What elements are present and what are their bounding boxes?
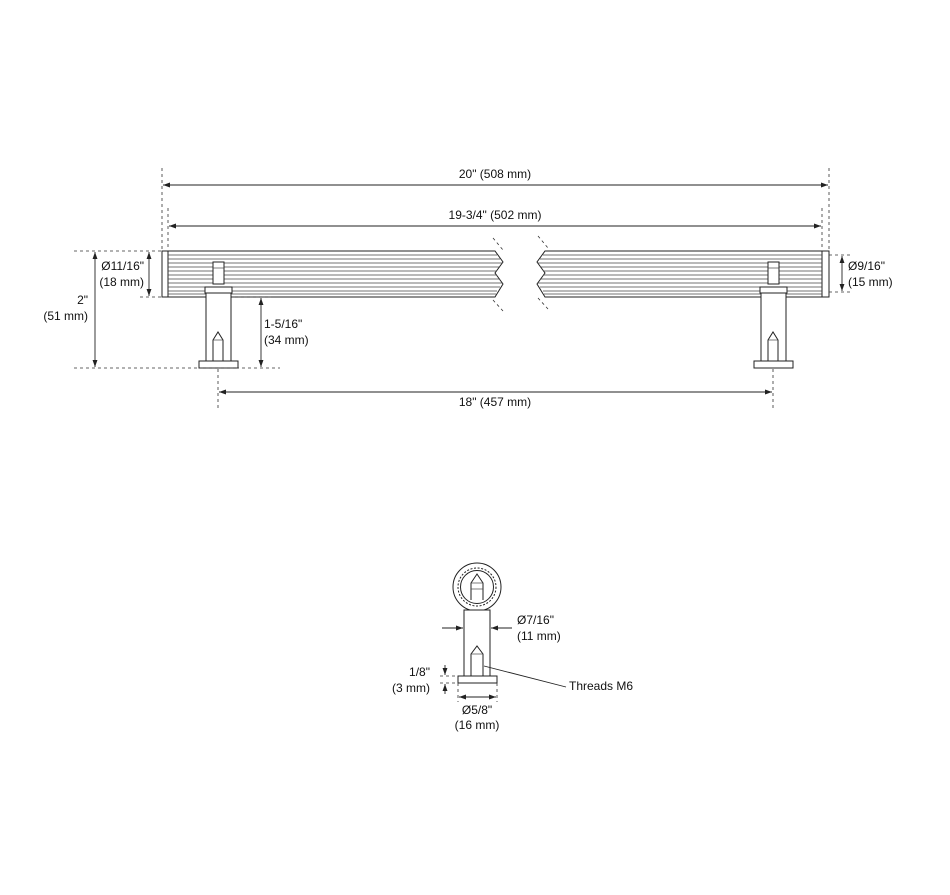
center-to-center-label: 18" (457 mm) (459, 395, 531, 409)
bar-cross-section-inner (460, 570, 494, 604)
threads-label: Threads M6 (569, 679, 633, 693)
side-view: Ø7/16" (11 mm) Threads M6 1/8" (3 mm) Ø5… (392, 562, 633, 732)
right-end-cap (821, 250, 830, 298)
base-thickness-label-2: (3 mm) (392, 681, 430, 695)
bar-diameter-label-1: Ø11/16" (101, 259, 144, 273)
side-base (457, 675, 498, 684)
projection-label-2: (34 mm) (264, 333, 309, 347)
base-thickness-label-1: 1/8" (409, 665, 430, 679)
right-post (753, 261, 794, 369)
front-view: 20" (508 mm) 19-3/4" (502 mm) (43, 167, 893, 410)
bar-length-label: 19-3/4" (502 mm) (449, 208, 542, 222)
left-post (198, 261, 239, 369)
base-diameter-label-1: Ø5/8" (462, 703, 492, 717)
break-line-right-top (537, 235, 549, 249)
height-label-2: (51 mm) (43, 309, 88, 323)
bar-cross-section-knurl (457, 567, 497, 607)
threads-leader-line (483, 665, 567, 688)
post-diameter-label-2: (11 mm) (517, 629, 561, 643)
height-label-1: 2" (77, 293, 88, 307)
break-line-left-top (492, 237, 504, 251)
projection-label-1: 1-5/16" (264, 317, 302, 331)
bar-diameter-label-2: (18 mm) (99, 275, 144, 289)
left-end-cap (161, 250, 169, 298)
end-diameter-label-1: Ø9/16" (848, 259, 885, 273)
end-diameter-label-2: (15 mm) (848, 275, 893, 289)
overall-length-label: 20" (508 mm) (459, 167, 531, 181)
break-line-left-bottom (492, 299, 504, 312)
post-diameter-label-1: Ø7/16" (517, 613, 554, 627)
base-diameter-label-2: (16 mm) (455, 718, 500, 732)
break-line-right-bottom (537, 297, 549, 310)
side-post-thread (470, 645, 484, 676)
side-post (463, 609, 491, 677)
